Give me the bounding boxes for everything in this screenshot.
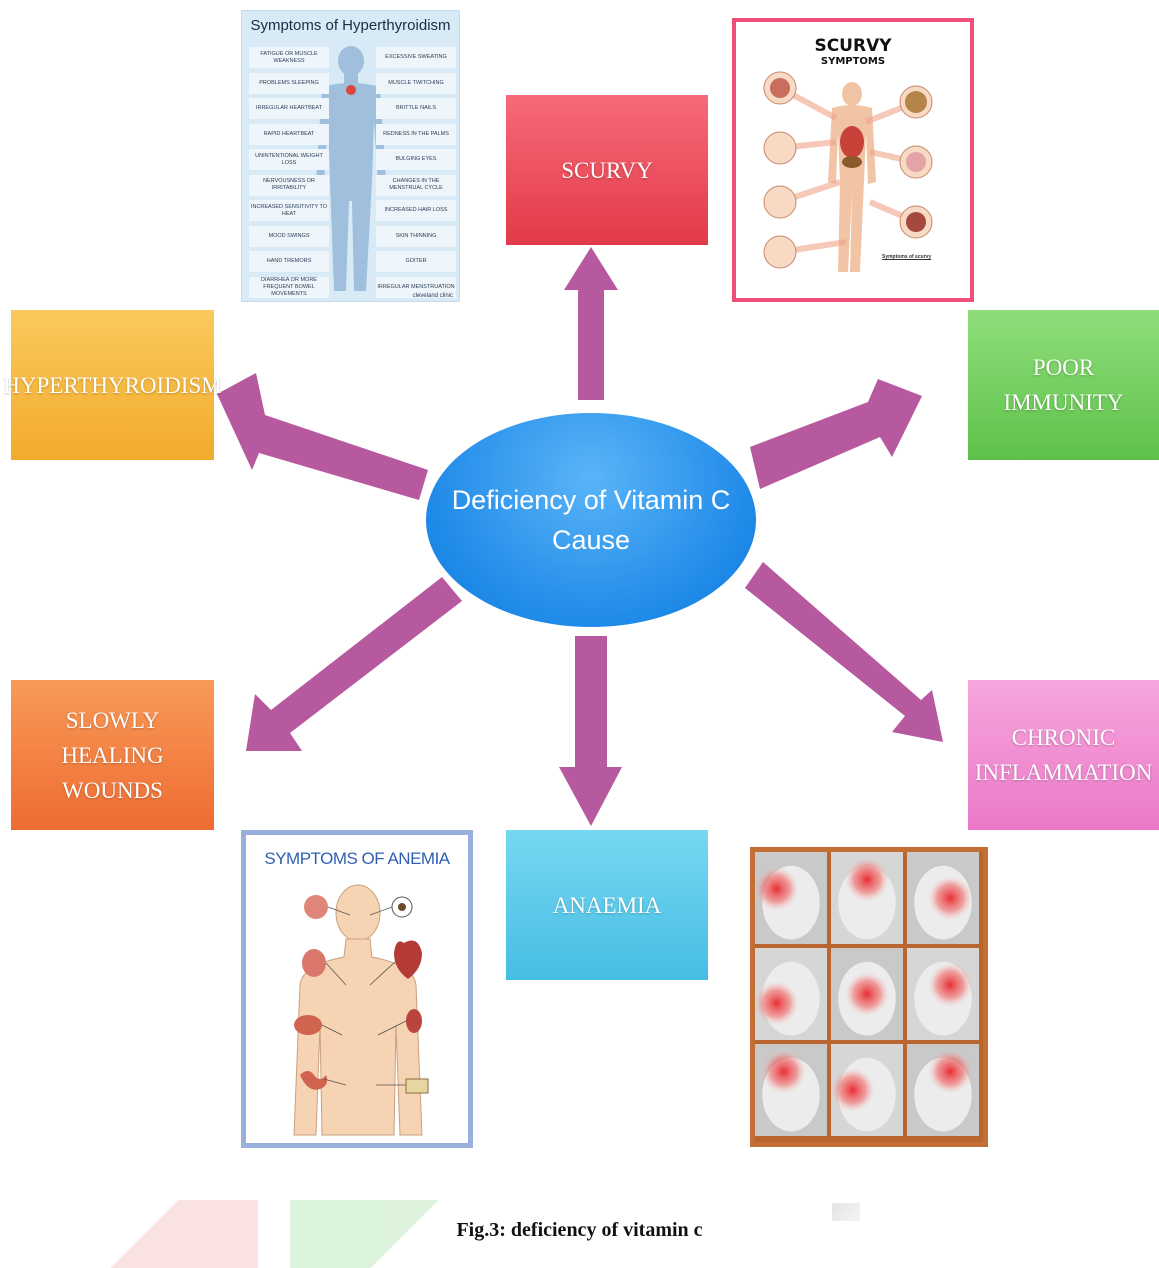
watermark-green-block xyxy=(290,1200,468,1268)
hyperthyroidism-left-symptom: PROBLEMS SLEEPING xyxy=(249,72,329,94)
arrow-to-hyperthyroidism xyxy=(217,373,428,500)
figure-caption-text: : deficiency of vitamin c xyxy=(499,1219,703,1241)
chronic-inflammation-label-line1: CHRONIC xyxy=(1011,725,1116,750)
hyperthyroidism-left-symptom: DIARRHEA OR MORE FREQUENT BOWEL MOVEMENT… xyxy=(249,276,329,298)
hyperthyroidism-image-footer: cleveland clinic xyxy=(412,293,453,299)
poor-immunity-box: POOR IMMUNITY xyxy=(968,310,1159,460)
watermark-gray-mark xyxy=(832,1203,860,1221)
hyperthyroidism-right-symptom: EXCESSIVE SWEATING xyxy=(376,47,456,68)
pain-highlight-spot xyxy=(755,981,799,1026)
scurvy-anatomy-illustration xyxy=(763,71,933,272)
hyperthyroidism-left-symptom: FATIGUE OR MUSCLE WEAKNESS xyxy=(249,47,329,68)
hyperthyroidism-right-symptom: REDNESS IN THE PALMS xyxy=(376,123,456,145)
inflammation-pain-collage-image xyxy=(750,847,988,1147)
slowly-healing-wounds-label-line1: SLOWLY HEALING xyxy=(61,707,164,768)
pain-highlight-spot xyxy=(845,857,889,902)
watermark-pink-block xyxy=(78,1200,258,1268)
hyperthyroidism-right-symptom: BRITTLE NAILS xyxy=(376,98,456,119)
hyperthyroidism-right-symptom: SKIN THINNING xyxy=(376,225,456,247)
center-title-line2: Cause xyxy=(551,525,631,555)
body-silhouette-icon xyxy=(316,46,386,291)
scurvy-label: SCURVY xyxy=(561,157,653,183)
arrow-to-scurvy xyxy=(564,247,618,400)
pain-highlight-spot xyxy=(761,1049,806,1094)
pain-highlight-spot xyxy=(928,1049,973,1094)
hyperthyroidism-left-symptom: UNINTENTIONAL WEIGHT LOSS xyxy=(249,149,329,170)
scurvy-image-subtitle: SYMPTOMS xyxy=(820,56,886,67)
scurvy-image-title: SCURVY xyxy=(814,36,892,56)
pain-highlight-spot xyxy=(845,972,889,1016)
hyperthyroidism-right-symptom: GOITER xyxy=(376,251,456,272)
hyperthyroidism-left-symptom: RAPID HEARTBEAT xyxy=(249,123,329,145)
hyperthyroidism-left-symptom: NERVOUSNESS OR IRRITABILITY xyxy=(249,174,329,196)
arrow-to-chronic-inflammation xyxy=(745,562,943,742)
chronic-inflammation-label-line2: INFLAMMATION xyxy=(974,760,1153,785)
pain-highlight-spot xyxy=(830,1068,875,1112)
arrow-to-poor-immunity xyxy=(750,379,922,489)
hyperthyroidism-label: HYPERTHYROIDISM xyxy=(3,372,222,398)
figure-caption-label: Fig.3 xyxy=(456,1219,500,1241)
slowly-healing-wounds-box: SLOWLY HEALING WOUNDS xyxy=(11,680,214,830)
hyperthyroidism-right-symptom: BULGING EYES xyxy=(376,149,456,170)
chronic-inflammation-box: CHRONIC INFLAMMATION xyxy=(968,680,1159,830)
hyperthyroidism-left-symptom: HAND TREMORS xyxy=(249,251,329,272)
hyperthyroidism-left-symptom-list: FATIGUE OR MUSCLE WEAKNESS PROBLEMS SLEEP… xyxy=(249,47,329,301)
poor-immunity-label: POOR IMMUNITY xyxy=(1003,355,1124,415)
central-cause-ellipse: Deficiency of Vitamin C Cause xyxy=(426,413,756,627)
anaemia-label: ANAEMIA xyxy=(552,892,662,918)
scurvy-symptoms-image: SCURVY SYMPTOMS Sy xyxy=(732,18,974,302)
hyperthyroidism-right-symptom: INCREASED HAIR LOSS xyxy=(376,200,456,221)
hyperthyroidism-image-title: Symptoms of Hyperthyroidism xyxy=(250,17,451,34)
hyperthyroidism-box: HYPERTHYROIDISM xyxy=(3,310,222,460)
hyperthyroidism-right-symptom: IRREGULAR MENSTRUATION xyxy=(376,276,456,298)
scurvy-box: SCURVY xyxy=(506,95,708,245)
anaemia-box: ANAEMIA xyxy=(506,830,708,980)
pain-highlight-spot xyxy=(755,866,799,911)
pain-highlight-spot xyxy=(928,876,973,920)
pain-collage-grid xyxy=(755,852,979,1136)
hyperthyroidism-right-symptom-list: EXCESSIVE SWEATING MUSCLE TWITCHING BRITTL… xyxy=(376,47,456,301)
figure-caption: Fig.3: deficiency of vitamin c xyxy=(0,1219,1159,1242)
hyperthyroidism-left-symptom: MOOD SWINGS xyxy=(249,225,329,247)
anemia-symptoms-image: SYMPTOMS OF ANEMIA xyxy=(241,830,473,1148)
arrow-to-anaemia xyxy=(559,636,622,826)
hyperthyroidism-right-symptom: CHANGES IN THE MENSTRUAL CYCLE xyxy=(376,174,456,196)
hyperthyroidism-left-symptom: INCREASED SENSITIVITY TO HEAT xyxy=(249,200,329,221)
hyperthyroidism-left-symptom: IRREGULAR HEARTBEAT xyxy=(249,98,329,119)
hyperthyroidism-right-symptom: MUSCLE TWITCHING xyxy=(376,72,456,94)
anemia-body-illustration xyxy=(293,884,429,1136)
slowly-healing-wounds-label-line2: WOUNDS xyxy=(62,777,163,803)
hyperthyroidism-symptoms-image: Symptoms of Hyperthyroidism FATIGUE OR M… xyxy=(241,10,460,302)
arrow-to-slowly-healing-wounds xyxy=(246,577,462,751)
anemia-image-title: SYMPTOMS OF ANEMIA xyxy=(264,849,450,868)
scurvy-image-footer: Symptoms of scurvy xyxy=(882,254,932,260)
center-title-line1: Deficiency of Vitamin C xyxy=(451,485,731,515)
pain-highlight-spot xyxy=(928,962,973,1007)
